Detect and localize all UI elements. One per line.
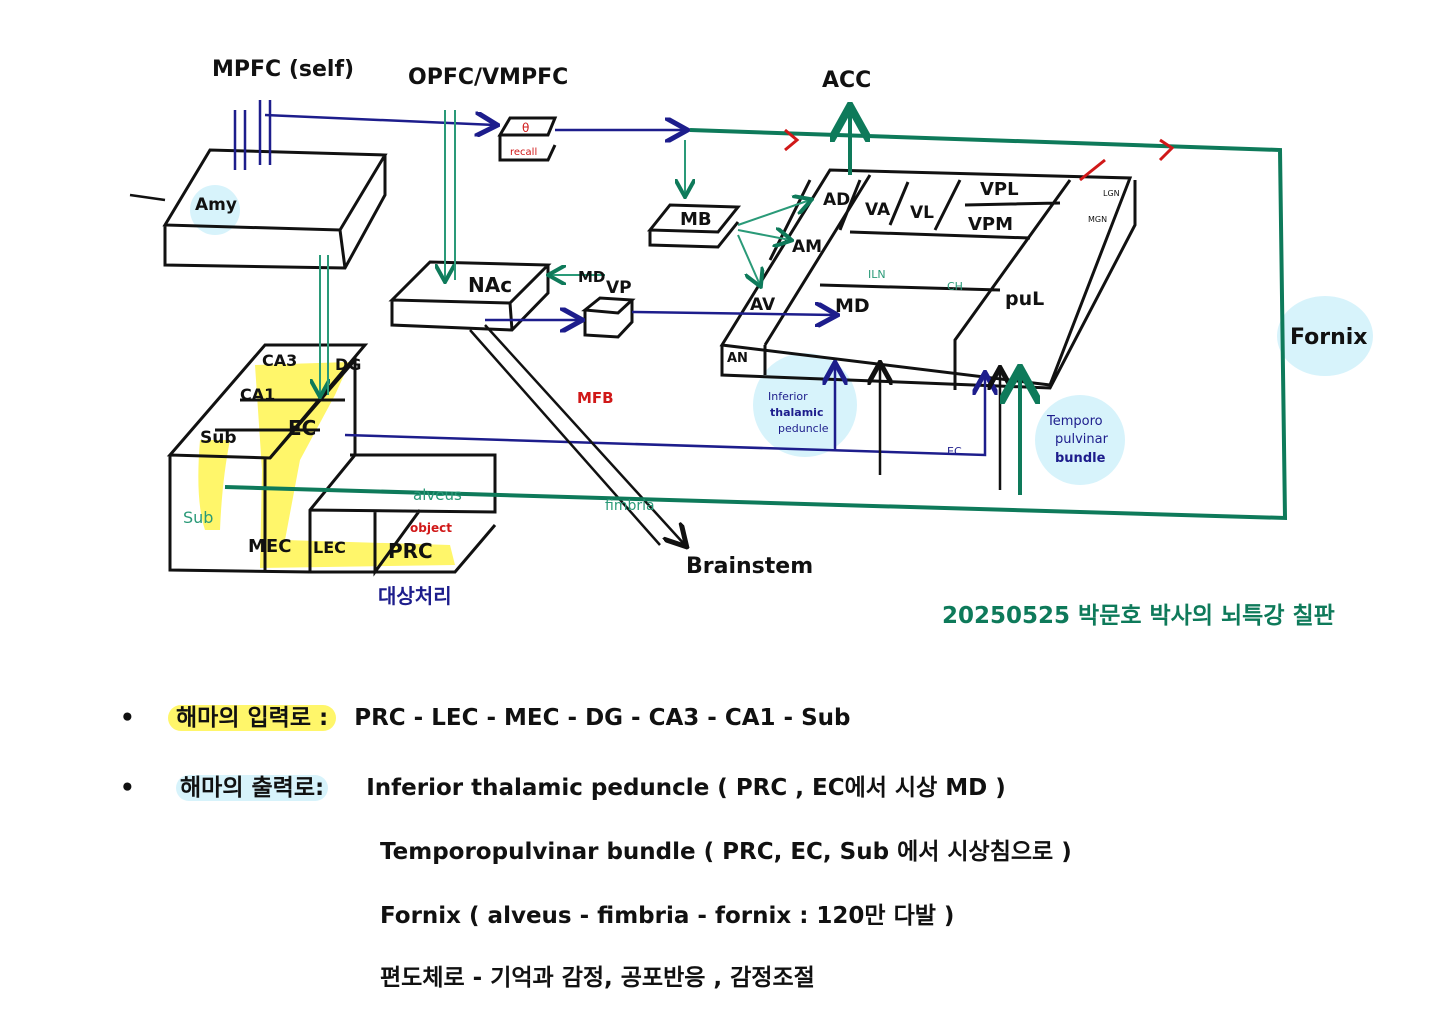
label-vpm: VPM [968,214,1013,235]
label-ca3: CA3 [262,351,297,370]
label-pul: puL [1005,288,1044,310]
label-mb: MB [680,209,712,230]
label-vp: VP [606,278,632,298]
red-arrows [784,128,1175,182]
note-label-input: 해마의 입력로 : [168,705,337,731]
bullet: • [120,705,135,731]
label-amy: Amy [195,195,237,215]
label-lgn: LGN [1103,189,1120,198]
label-fornix: Fornix [1290,325,1368,350]
label-theta: θ [522,121,529,135]
label-tpb-1: Temporo [1046,414,1103,429]
label-object-processing: 대상처리 [378,584,452,608]
note-input: • 해마의 입력로 : PRC - LEC - MEC - DG - CA3 -… [120,698,851,732]
label-am: AM [792,237,822,257]
label-tpb-2: pulvinar [1055,432,1109,447]
label-lec: LEC [313,538,346,557]
bullet: • [120,775,135,801]
label-md: MD [835,295,870,317]
note-text-input: PRC - LEC - MEC - DG - CA3 - CA1 - Sub [354,705,851,731]
note-text-tpb: Temporopulvinar bundle ( PRC, EC, Sub 에서… [380,839,1072,865]
brain-diagram: MPFC (self) OPFC/VMPFC ACC Fornix Brains… [129,57,1373,629]
label-mec: MEC [248,536,291,557]
label-vl: VL [910,203,934,223]
label-av: AV [750,295,776,315]
green-arrows [320,110,810,395]
label-ch: CH [947,280,963,293]
note-text-itp: Inferior thalamic peduncle ( PRC , EC에서 … [366,775,1006,801]
label-ec: EC [288,416,316,440]
label-acc: ACC [822,68,871,93]
label-va: VA [865,200,891,220]
credit: 20250525 박문호 박사의 뇌특강 칠판 [942,603,1335,629]
thalamus-labels: AD VA VL VPL VPM AM ILN CH AV MD puL AN … [727,179,1120,466]
note-output: • 해마의 출력로: Inferior thalamic peduncle ( … [120,768,1006,802]
label-ca1: CA1 [240,385,275,404]
label-brainstem: Brainstem [686,554,813,579]
hippocampus-labels: CA3 DG CA1 Sub EC Sub alveus object MEC … [183,351,462,563]
label-object: object [410,521,452,535]
label-itp-3: peduncle [778,422,829,435]
label-mpfc: MPFC (self) [212,57,354,82]
note-text-amygdala: 편도체로 - 기억과 감정, 공포반응 , 감정조절 [380,965,815,991]
label-iln: ILN [868,268,886,281]
label-ad: AD [823,190,850,210]
label-dg: DG [335,355,361,374]
label-itp-2: thalamic [770,406,823,419]
note-text-fornix: Fornix ( alveus - fimbria - fornix : 120… [380,903,955,929]
black-pathways [129,193,1000,545]
label-opfc: OPFC/VMPFC [408,65,568,90]
label-ec-thalamus: EC [947,445,962,458]
label-tpb-3: bundle [1055,451,1106,466]
label-an: AN [727,351,748,366]
label-fimbria: fimbria [605,498,655,514]
label-md-nac: MD [578,268,605,286]
navy-pathways [264,115,985,457]
label-sub-output: Sub [183,508,213,527]
fornix-pathway [224,110,1288,521]
label-vpl: VPL [980,179,1019,200]
label-sub: Sub [200,428,237,448]
note-label-output: 해마의 출력로: [176,775,329,801]
label-alveus: alveus [413,486,462,504]
label-itp-1: Inferior [768,390,808,403]
label-recall: recall [510,147,537,158]
label-nac: NAc [468,273,512,297]
boxes [162,116,1137,577]
label-prc: PRC [388,539,433,563]
label-mfb: MFB [577,389,614,407]
label-mgn: MGN [1088,215,1107,224]
